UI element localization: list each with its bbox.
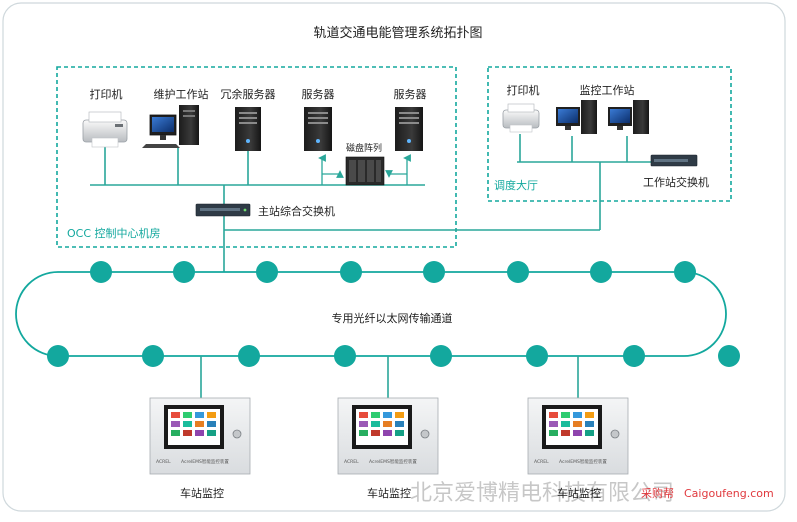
occ-room-box bbox=[56, 66, 457, 248]
ring-node bbox=[507, 261, 529, 283]
fiber-ring-label: 专用光纤以太网传输通道 bbox=[332, 311, 453, 325]
panel-lock-icon bbox=[420, 429, 430, 439]
server-tower-icon bbox=[235, 107, 261, 151]
watermark-site-en: Caigoufeng.com bbox=[684, 487, 774, 500]
panel-brand: ACREL bbox=[344, 459, 359, 465]
dispatch-switch-label: 工作站交换机 bbox=[643, 175, 709, 189]
server-tower-icon bbox=[304, 107, 332, 151]
ring-node bbox=[718, 345, 740, 367]
dispatch-hall-label: 调度大厅 bbox=[494, 178, 538, 192]
hmi-screen-icon bbox=[171, 412, 216, 436]
hmi-screen-icon bbox=[549, 412, 594, 436]
occ-maintenance-workstation-label: 维护工作站 bbox=[154, 87, 209, 101]
ring-node bbox=[590, 261, 612, 283]
disk-array-icon bbox=[345, 156, 385, 186]
occ-server-b-label: 服务器 bbox=[394, 88, 427, 101]
ring-node bbox=[256, 261, 278, 283]
dispatch-hall-box bbox=[487, 66, 732, 202]
occ-server-a-label: 服务器 bbox=[302, 88, 335, 101]
ring-node bbox=[423, 261, 445, 283]
printer-icon bbox=[82, 111, 128, 148]
dispatch-monitor-workstation-label: 监控工作站 bbox=[580, 83, 635, 97]
network-switch-icon bbox=[650, 154, 698, 167]
occ-main-switch-label: 主站综合交换机 bbox=[258, 204, 335, 218]
watermark-site-cn: 采购帮 bbox=[641, 486, 674, 500]
ring-node bbox=[430, 345, 452, 367]
station-panel-1: ACREL AcrelEMS智能监控装置 bbox=[149, 397, 251, 475]
occ-printer-label: 打印机 bbox=[90, 87, 123, 101]
disk-array-links bbox=[318, 154, 411, 185]
printer-icon bbox=[502, 103, 540, 133]
panel-caption: AcrelEMS智能监控装置 bbox=[369, 458, 417, 465]
server-tower-icon bbox=[395, 107, 423, 151]
station-panel-3: ACREL AcrelEMS智能监控装置 bbox=[527, 397, 629, 475]
diagram-title: 轨道交通电能管理系统拓扑图 bbox=[313, 25, 482, 41]
ring-node bbox=[90, 261, 112, 283]
panel-caption: AcrelEMS智能监控装置 bbox=[181, 458, 229, 465]
ring-node bbox=[238, 345, 260, 367]
fiber-ring bbox=[15, 271, 727, 357]
ring-node bbox=[334, 345, 356, 367]
panel-caption: AcrelEMS智能监控装置 bbox=[559, 458, 607, 465]
panel-lock-icon bbox=[610, 429, 620, 439]
occ-disk-array-label: 磁盘阵列 bbox=[346, 142, 382, 154]
workstation-icon bbox=[556, 100, 649, 134]
panel-brand: ACREL bbox=[156, 459, 171, 465]
station-panel-2: ACREL AcrelEMS智能监控装置 bbox=[337, 397, 439, 475]
station-label-1: 车站监控 bbox=[180, 486, 224, 500]
occ-redundant-server-label: 冗余服务器 bbox=[221, 87, 276, 101]
station-label-2: 车站监控 bbox=[367, 486, 411, 500]
network-switch-icon bbox=[195, 203, 251, 217]
occ-room-label: OCC 控制中心机房 bbox=[67, 226, 161, 240]
ring-node bbox=[142, 345, 164, 367]
station-label-3: 车站监控 bbox=[557, 486, 601, 500]
workstation-icon bbox=[142, 105, 199, 148]
watermark-company: 北京爱博精电科技有限公司 bbox=[410, 481, 674, 506]
ring-node bbox=[674, 261, 696, 283]
ring-node bbox=[47, 345, 69, 367]
ring-node bbox=[340, 261, 362, 283]
panel-brand: ACREL bbox=[534, 459, 549, 465]
ring-node bbox=[173, 261, 195, 283]
ring-node bbox=[526, 345, 548, 367]
station-drop-lines bbox=[200, 356, 579, 398]
dispatch-printer-label: 打印机 bbox=[507, 83, 540, 97]
panel-lock-icon bbox=[232, 429, 242, 439]
hmi-screen-icon bbox=[359, 412, 404, 436]
ring-node bbox=[623, 345, 645, 367]
ring-nodes bbox=[47, 261, 740, 367]
